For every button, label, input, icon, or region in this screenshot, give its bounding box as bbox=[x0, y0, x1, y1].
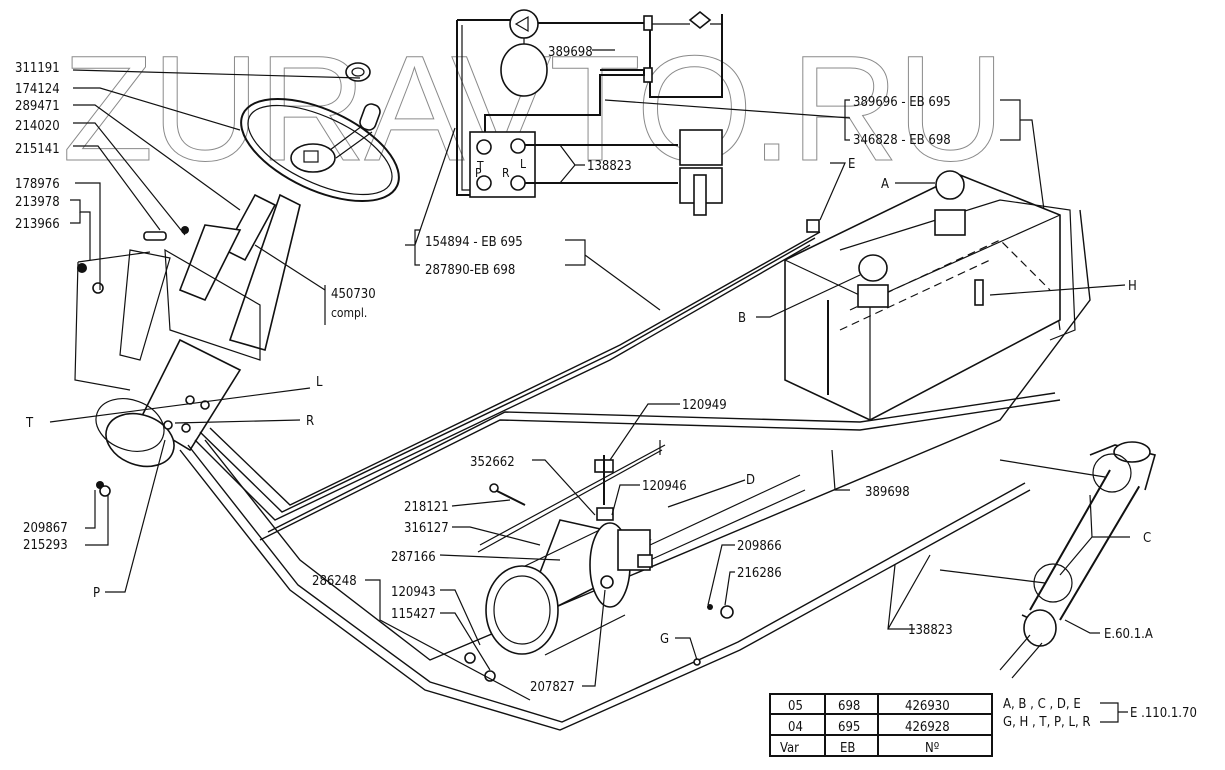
variant-table: 05 698 426930 04 695 426928 Var EB Nº A,… bbox=[769, 693, 1197, 757]
label-a: A bbox=[881, 177, 889, 192]
variant-references: 389696 - EB 695 346828 - EB 698 154894 -… bbox=[405, 95, 1061, 331]
label-352662: 352662 bbox=[470, 455, 515, 470]
label-b: B bbox=[738, 311, 746, 326]
label-215293: 215293 bbox=[23, 538, 68, 553]
table-cell: 04 bbox=[788, 720, 803, 735]
label-p: P bbox=[93, 586, 100, 601]
label-120949: 120949 bbox=[682, 398, 727, 413]
label-h: H bbox=[1128, 279, 1137, 294]
label-e601a: E.60.1.A bbox=[1104, 627, 1153, 642]
label-138823: 138823 bbox=[908, 623, 953, 638]
label-214020: 214020 bbox=[15, 119, 60, 134]
label-213978: 213978 bbox=[15, 195, 60, 210]
label-311191: 311191 bbox=[15, 61, 60, 76]
ref-346828: 346828 - EB 698 bbox=[853, 133, 951, 148]
hydraulic-schematic: T L P R 389698 138823 bbox=[456, 9, 851, 216]
label-289471: 289471 bbox=[15, 99, 60, 114]
left-leader-lines bbox=[49, 69, 361, 593]
label-218121: 218121 bbox=[404, 500, 449, 515]
table-cell: 698 bbox=[838, 699, 860, 714]
label-389698: 389698 bbox=[865, 485, 910, 500]
hydraulic-pump bbox=[464, 440, 806, 682]
steering-labels: 311191 174124 289471 214020 215141 17897… bbox=[15, 61, 376, 601]
table-cell: 426930 bbox=[905, 699, 950, 714]
group-ref-line2: G, H , T, P, L, R bbox=[1003, 715, 1091, 730]
label-178976: 178976 bbox=[15, 177, 60, 192]
label-115427: 115427 bbox=[391, 607, 436, 622]
table-cell: 426928 bbox=[905, 720, 950, 735]
ref-154894: 154894 - EB 695 bbox=[425, 235, 523, 250]
steering-wheel-assembly bbox=[74, 62, 400, 497]
label-g: G bbox=[660, 632, 669, 647]
label-e: E bbox=[848, 157, 855, 172]
group-ref: E .110.1.70 bbox=[1130, 706, 1197, 721]
label-d: D bbox=[746, 473, 755, 488]
group-ref-line1: A, B , C , D, E bbox=[1003, 697, 1081, 712]
part-labels: 120949 352662 120946 D 218121 316127 287… bbox=[312, 398, 1153, 701]
label-286248: 286248 bbox=[312, 574, 357, 589]
label-120946: 120946 bbox=[642, 479, 687, 494]
label-215141: 215141 bbox=[15, 142, 60, 157]
label-t: T bbox=[25, 416, 34, 431]
label-213966: 213966 bbox=[15, 217, 60, 232]
label-316127: 316127 bbox=[404, 521, 449, 536]
label-287166: 287166 bbox=[391, 550, 436, 565]
schematic-return-label: 138823 bbox=[587, 159, 632, 174]
port-l-label: L bbox=[520, 157, 526, 171]
horn-cap bbox=[345, 62, 371, 82]
table-cell: Nº bbox=[925, 741, 939, 756]
label-c: C bbox=[1143, 531, 1151, 546]
label-l: L bbox=[316, 375, 323, 390]
label-216286: 216286 bbox=[737, 566, 782, 581]
label-207827: 207827 bbox=[530, 680, 575, 695]
table-cell: EB bbox=[840, 741, 855, 756]
ref-287890: 287890-EB 698 bbox=[425, 263, 515, 278]
table-cell: 695 bbox=[838, 720, 860, 735]
label-450730: 450730 bbox=[331, 287, 376, 302]
label-r: R bbox=[306, 414, 314, 429]
port-t-label: T bbox=[476, 159, 484, 173]
schematic-pipe-label: 389698 bbox=[548, 45, 593, 60]
ref-389696: 389696 - EB 695 bbox=[853, 95, 951, 110]
table-cell: 05 bbox=[788, 699, 803, 714]
steering-cylinder bbox=[939, 441, 1156, 679]
port-r-label: R bbox=[502, 166, 510, 180]
label-120943: 120943 bbox=[391, 585, 436, 600]
oil-tank: E A B H bbox=[738, 157, 1137, 421]
port-p-label: P bbox=[475, 166, 482, 180]
label-209867: 209867 bbox=[23, 521, 68, 536]
label-174124: 174124 bbox=[15, 82, 60, 97]
label-450730-compl: compl. bbox=[331, 306, 367, 320]
label-209866: 209866 bbox=[737, 539, 782, 554]
table-cell: Var bbox=[780, 741, 799, 756]
